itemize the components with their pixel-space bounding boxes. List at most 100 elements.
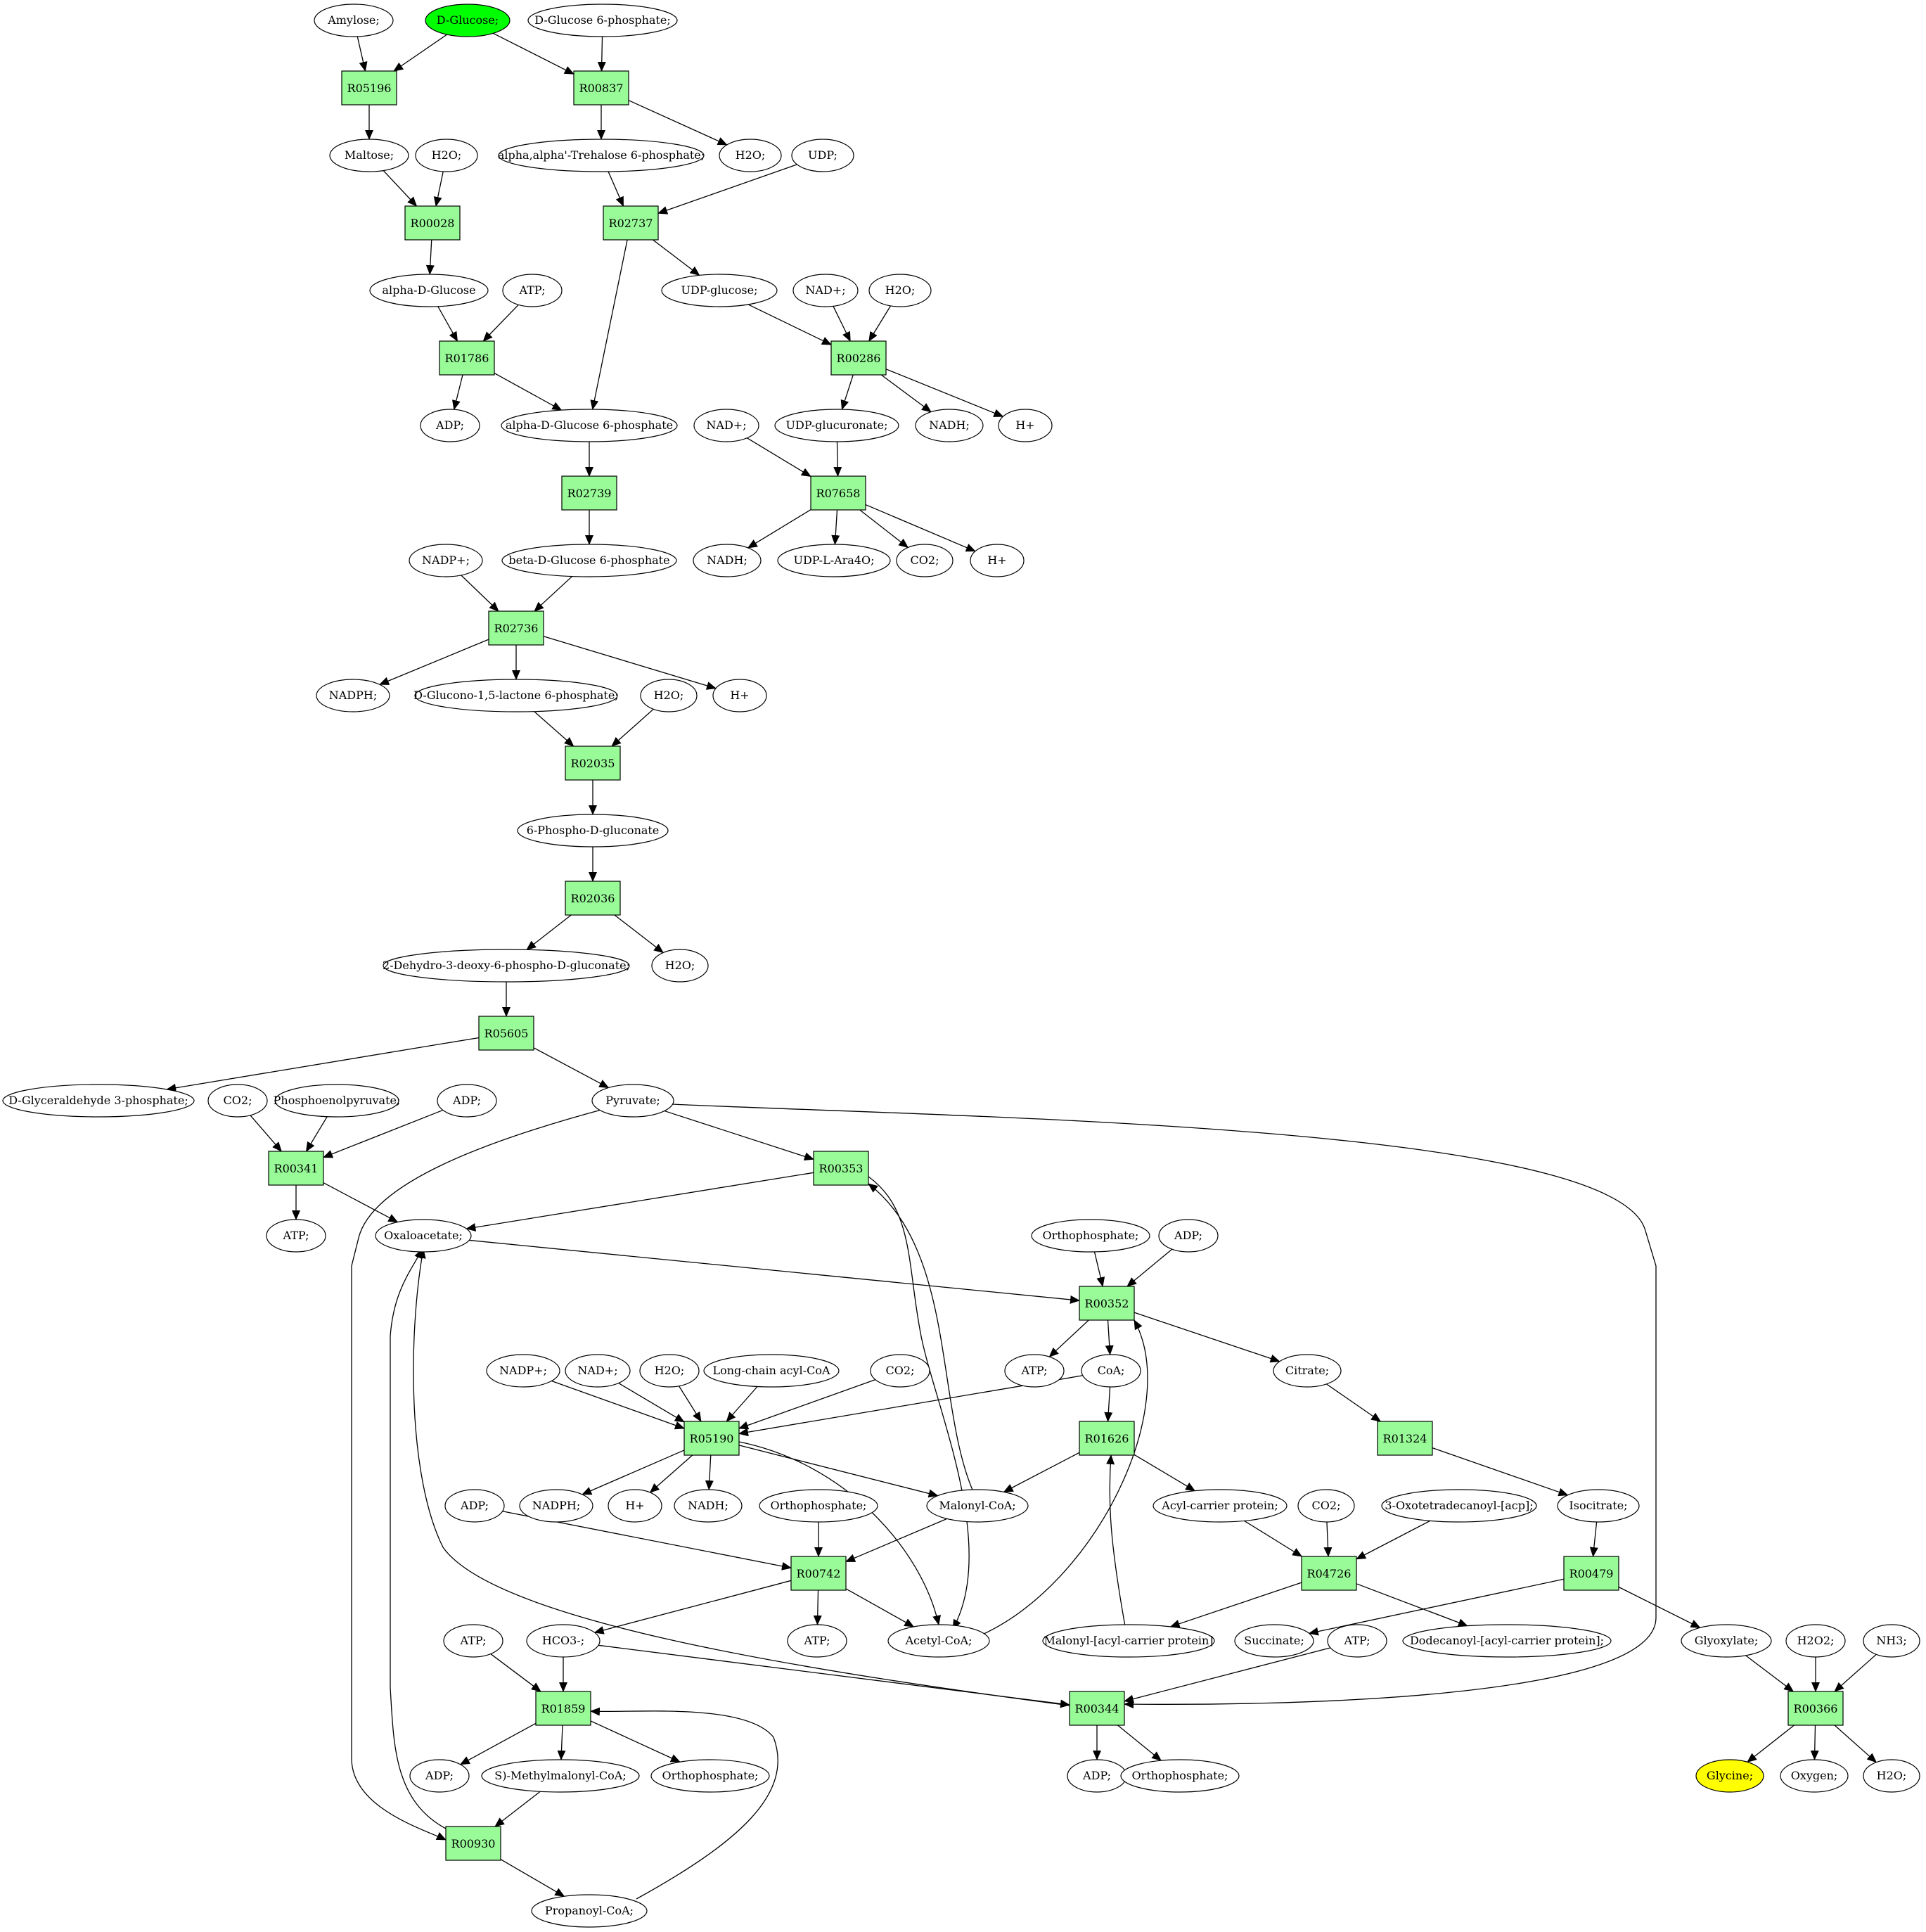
- metabolite-propanoyl-coa[interactable]: Propanoyl-CoA;: [531, 1894, 648, 1928]
- metabolite-d-glucose[interactable]: D-Glucose;: [425, 4, 511, 37]
- reaction-r05190[interactable]: R05190: [683, 1421, 740, 1456]
- metabolite-beta-g6p[interactable]: beta-D-Glucose 6-phosphate: [501, 544, 677, 577]
- metabolite-nadp-2[interactable]: NADP+;: [486, 1354, 560, 1388]
- metabolite-hplus-3[interactable]: H+: [712, 679, 767, 712]
- reaction-r05196[interactable]: R05196: [341, 70, 397, 105]
- metabolite-nadh-3[interactable]: NADH;: [674, 1489, 743, 1523]
- metabolite-acetyl-coa[interactable]: Acetyl-CoA;: [887, 1624, 990, 1658]
- metabolite-glyoxylate[interactable]: Glyoxylate;: [1681, 1624, 1772, 1658]
- metabolite-succinate[interactable]: Succinate;: [1234, 1624, 1314, 1658]
- metabolite-citrate[interactable]: Citrate;: [1273, 1354, 1342, 1388]
- metabolite-h2o-3[interactable]: H2O;: [868, 274, 932, 307]
- reaction-r00366[interactable]: R00366: [1787, 1691, 1844, 1726]
- metabolite-atp-2[interactable]: ATP;: [266, 1219, 326, 1253]
- metabolite-h2o-7[interactable]: H2O;: [1863, 1759, 1920, 1793]
- metabolite-h2o-5[interactable]: H2O;: [651, 949, 709, 983]
- metabolite-co2-3[interactable]: CO2;: [870, 1354, 930, 1388]
- reaction-r05605[interactable]: R05605: [478, 1016, 534, 1051]
- metabolite-nadh-2[interactable]: NADH;: [693, 544, 762, 577]
- reaction-r01786[interactable]: R01786: [439, 340, 495, 376]
- metabolite-adp-1[interactable]: ADP;: [420, 409, 480, 442]
- reaction-r01324[interactable]: R01324: [1377, 1421, 1433, 1456]
- metabolite-malonyl-coa[interactable]: Malonyl-CoA;: [926, 1489, 1029, 1523]
- metabolite-nadh-1[interactable]: NADH;: [915, 409, 984, 442]
- reaction-r02737[interactable]: R02737: [603, 205, 659, 241]
- metabolite-adp-4[interactable]: ADP;: [444, 1489, 505, 1523]
- metabolite-h2o-6[interactable]: H2O;: [639, 1354, 700, 1388]
- metabolite-h2o-4[interactable]: H2O;: [640, 679, 698, 712]
- metabolite-glucono-lactone[interactable]: D-Glucono-1,5-lactone 6-phosphate;: [413, 679, 619, 712]
- metabolite-nad-2[interactable]: NAD+;: [693, 409, 759, 442]
- metabolite-alpha-g6p[interactable]: alpha-D-Glucose 6-phosphate: [501, 409, 678, 442]
- metabolite-hplus-4[interactable]: H+: [608, 1489, 662, 1523]
- metabolite-pep[interactable]: Phosphoenolpyruvate;: [274, 1084, 401, 1118]
- metabolite-orthophosphate-2[interactable]: Orthophosphate;: [759, 1489, 878, 1523]
- metabolite-maltose[interactable]: Maltose;: [329, 139, 409, 172]
- reaction-r02036[interactable]: R02036: [565, 881, 621, 916]
- reaction-r00028[interactable]: R00028: [404, 205, 461, 241]
- metabolite-hplus-2[interactable]: H+: [970, 544, 1025, 577]
- metabolite-udp-ara4o[interactable]: UDP-L-Ara4O;: [777, 544, 891, 577]
- metabolite-atp-4[interactable]: ATP;: [443, 1624, 503, 1658]
- metabolite-h2o-1[interactable]: H2O;: [415, 139, 478, 172]
- metabolite-alpha-glucose[interactable]: alpha-D-Glucose: [369, 274, 489, 307]
- reaction-r00352[interactable]: R00352: [1079, 1286, 1135, 1321]
- metabolite-oxaloacetate[interactable]: Oxaloacetate;: [375, 1219, 472, 1253]
- reaction-r00479[interactable]: R00479: [1563, 1556, 1619, 1591]
- metabolite-h2o-2[interactable]: H2O;: [719, 139, 782, 172]
- metabolite-atp-6[interactable]: ATP;: [1327, 1624, 1387, 1658]
- metabolite-adp-2[interactable]: ADP;: [437, 1084, 497, 1118]
- metabolite-kdpg[interactable]: 2-Dehydro-3-deoxy-6-phospho-D-gluconate;: [383, 949, 630, 983]
- reaction-r02736[interactable]: R02736: [488, 610, 544, 646]
- metabolite-pyruvate[interactable]: Pyruvate;: [591, 1084, 674, 1118]
- metabolite-nadp-1[interactable]: NADP+;: [409, 544, 483, 577]
- metabolite-g6p[interactable]: D-Glucose 6-phosphate;: [527, 4, 678, 37]
- metabolite-orthophosphate-3[interactable]: Orthophosphate;: [650, 1759, 770, 1793]
- metabolite-gap[interactable]: D-Glyceraldehyde 3-phosphate;: [2, 1084, 195, 1118]
- metabolite-atp-5[interactable]: ATP;: [787, 1624, 847, 1658]
- metabolite-co2-1[interactable]: CO2;: [896, 544, 954, 577]
- metabolite-atp-3[interactable]: ATP;: [1004, 1354, 1065, 1388]
- reaction-r02035[interactable]: R02035: [565, 746, 621, 781]
- reaction-r00742[interactable]: R00742: [790, 1556, 847, 1591]
- metabolite-adp-5[interactable]: ADP;: [409, 1759, 470, 1793]
- reaction-r01859[interactable]: R01859: [535, 1691, 591, 1726]
- metabolite-adp-6[interactable]: ADP;: [1067, 1759, 1127, 1793]
- metabolite-orthophosphate-1[interactable]: Orthophosphate;: [1031, 1219, 1150, 1253]
- metabolite-long-chain-acyl-coa[interactable]: Long-chain acyl-CoA: [703, 1354, 840, 1388]
- metabolite-isocitrate[interactable]: Isocitrate;: [1557, 1489, 1640, 1523]
- reaction-r00286[interactable]: R00286: [830, 340, 887, 376]
- metabolite-glycine[interactable]: Glycine;: [1695, 1759, 1764, 1793]
- metabolite-oxotetradecanoyl[interactable]: 3-Oxotetradecanoyl-[acp];: [1381, 1489, 1537, 1523]
- reaction-r02739[interactable]: R02739: [561, 475, 617, 511]
- reaction-r07658[interactable]: R07658: [810, 475, 866, 511]
- metabolite-h2o2[interactable]: H2O2;: [1785, 1624, 1846, 1658]
- metabolite-acyl-carrier-protein[interactable]: Acyl-carrier protein;: [1153, 1489, 1288, 1523]
- reaction-r00353[interactable]: R00353: [813, 1151, 869, 1186]
- metabolite-hplus-1[interactable]: H+: [998, 409, 1053, 442]
- metabolite-nadph-2[interactable]: NADPH;: [519, 1489, 593, 1523]
- metabolite-co2-4[interactable]: CO2;: [1297, 1489, 1355, 1523]
- reaction-r00930[interactable]: R00930: [445, 1826, 501, 1861]
- metabolite-coa[interactable]: CoA;: [1081, 1354, 1141, 1388]
- reaction-r00837[interactable]: R00837: [573, 70, 629, 105]
- metabolite-methylmalonyl-coa[interactable]: S)-Methylmalonyl-CoA;: [481, 1759, 640, 1793]
- reaction-r04726[interactable]: R04726: [1301, 1556, 1357, 1591]
- metabolite-hco3[interactable]: HCO3-;: [526, 1624, 601, 1658]
- metabolite-nadph-1[interactable]: NADPH;: [316, 679, 390, 712]
- metabolite-phosphogluconate[interactable]: 6-Phospho-D-gluconate: [517, 814, 669, 847]
- metabolite-udp-glucuronate[interactable]: UDP-glucuronate;: [774, 409, 899, 442]
- metabolite-oxygen[interactable]: Oxygen;: [1780, 1759, 1849, 1793]
- metabolite-dodecanoyl-acp[interactable]: Dodecanoyl-[acyl-carrier protein];: [1402, 1624, 1612, 1658]
- reaction-r01626[interactable]: R01626: [1079, 1421, 1135, 1456]
- metabolite-udp-glucose[interactable]: UDP-glucose;: [661, 274, 778, 307]
- metabolite-nad-1[interactable]: NAD+;: [792, 274, 859, 307]
- metabolite-atp-1[interactable]: ATP;: [502, 274, 563, 307]
- metabolite-adp-3[interactable]: ADP;: [1158, 1219, 1219, 1253]
- metabolite-udp[interactable]: UDP;: [791, 139, 854, 172]
- metabolite-nad-3[interactable]: NAD+;: [565, 1354, 631, 1388]
- metabolite-co2-2[interactable]: CO2;: [207, 1084, 268, 1118]
- metabolite-nh3[interactable]: NH3;: [1863, 1624, 1920, 1658]
- reaction-r00344[interactable]: R00344: [1069, 1691, 1125, 1726]
- metabolite-amylose[interactable]: Amylose;: [314, 4, 394, 37]
